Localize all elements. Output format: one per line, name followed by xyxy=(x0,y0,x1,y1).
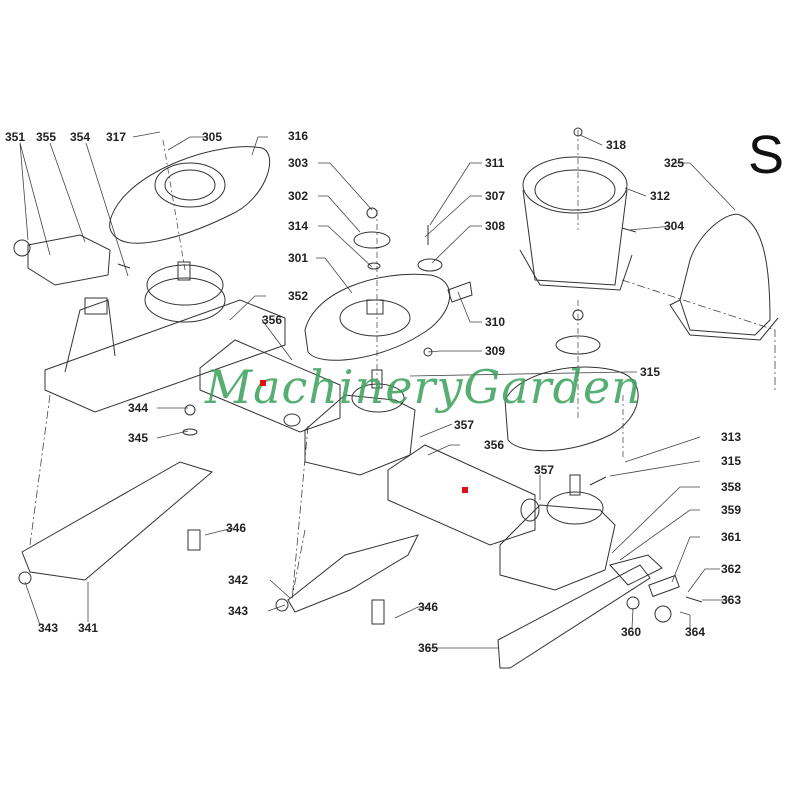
label-346[interactable]: 346 xyxy=(226,521,247,535)
label-303[interactable]: 303 xyxy=(288,156,309,170)
label-309[interactable]: 309 xyxy=(485,344,506,358)
part-354-pin xyxy=(117,263,131,269)
label-307[interactable]: 307 xyxy=(485,189,506,203)
part-342-blade xyxy=(287,534,419,613)
part-308-bearing xyxy=(417,258,443,272)
label-356-right[interactable]: 356 xyxy=(484,438,505,452)
label-318[interactable]: 318 xyxy=(606,138,627,152)
label-356[interactable]: 356 xyxy=(262,313,283,327)
leader-lines xyxy=(19,131,776,649)
watermark: MachineryGarden xyxy=(205,360,642,414)
label-365[interactable]: 365 xyxy=(418,641,439,655)
part-312-funnel xyxy=(519,156,633,291)
part-344-nut xyxy=(184,404,196,416)
part-303-nut xyxy=(366,207,378,219)
label-315[interactable]: 315 xyxy=(640,365,661,379)
label-325[interactable]: 325 xyxy=(664,156,685,170)
part-341-blade xyxy=(21,461,214,581)
label-311[interactable]: 311 xyxy=(485,156,505,170)
right-gearbox xyxy=(499,474,616,591)
main-gearbox-housing xyxy=(44,261,286,413)
label-346-center[interactable]: 346 xyxy=(418,600,439,614)
part-315-pin xyxy=(589,476,607,486)
label-359[interactable]: 359 xyxy=(721,503,742,517)
label-352[interactable]: 352 xyxy=(288,289,309,303)
label-354[interactable]: 354 xyxy=(70,130,91,144)
label-314[interactable]: 314 xyxy=(288,219,309,233)
part-356-arm xyxy=(199,339,341,433)
part-346-bolt-left xyxy=(187,529,201,551)
part-301-cover xyxy=(304,273,451,361)
right-blade-cover xyxy=(504,309,639,452)
label-360[interactable]: 360 xyxy=(621,625,642,639)
part-314-clip xyxy=(367,262,381,270)
label-342[interactable]: 342 xyxy=(228,573,249,587)
label-305[interactable]: 305 xyxy=(202,130,223,144)
label-362[interactable]: 362 xyxy=(721,562,742,576)
part-310-blade xyxy=(447,281,473,303)
label-341[interactable]: 341 xyxy=(78,621,99,635)
part-346-bolt-center xyxy=(371,599,385,625)
label-316[interactable]: 316 xyxy=(288,129,309,143)
label-312[interactable]: 312 xyxy=(650,189,671,203)
part-318-bolt xyxy=(573,127,583,137)
part-363-screw xyxy=(685,596,703,603)
part-343-bolt-center xyxy=(275,598,289,612)
label-351[interactable]: 351 xyxy=(5,130,26,144)
part-302-washer xyxy=(353,231,391,249)
label-361[interactable]: 361 xyxy=(721,530,742,544)
center-gearbox xyxy=(304,369,416,476)
red-marker xyxy=(462,487,468,493)
part-365-bar xyxy=(497,554,663,669)
label-364[interactable]: 364 xyxy=(685,625,706,639)
label-310[interactable]: 310 xyxy=(485,315,506,329)
label-355[interactable]: 355 xyxy=(36,130,57,144)
label-315-right[interactable]: 315 xyxy=(721,454,742,468)
label-343-left[interactable]: 343 xyxy=(38,621,59,635)
label-313[interactable]: 313 xyxy=(721,430,742,444)
part-343-bolt-left xyxy=(18,571,32,585)
label-345[interactable]: 345 xyxy=(128,431,149,445)
label-302[interactable]: 302 xyxy=(288,189,309,203)
label-363[interactable]: 363 xyxy=(721,593,742,607)
section-letter: S xyxy=(748,125,785,185)
part-364-nut xyxy=(654,605,672,623)
part-316-cover xyxy=(109,146,271,244)
label-357[interactable]: 357 xyxy=(454,418,475,432)
label-343[interactable]: 343 xyxy=(228,604,249,618)
part-325-guard xyxy=(669,213,779,341)
label-304[interactable]: 304 xyxy=(664,219,685,233)
part-355-block xyxy=(13,234,111,286)
label-344[interactable]: 344 xyxy=(128,401,149,415)
label-317[interactable]: 317 xyxy=(106,130,127,144)
part-360-washer xyxy=(626,596,640,610)
label-308[interactable]: 308 xyxy=(485,219,506,233)
part-309-nut xyxy=(423,347,433,357)
label-357-right[interactable]: 357 xyxy=(534,463,555,477)
part-361-plate xyxy=(648,574,680,598)
red-marker xyxy=(260,380,266,386)
label-358[interactable]: 358 xyxy=(721,480,742,494)
part-356-arm-right xyxy=(387,444,540,546)
label-301[interactable]: 301 xyxy=(288,251,309,265)
part-304-screw xyxy=(621,227,637,233)
part-345-washer xyxy=(182,428,198,436)
